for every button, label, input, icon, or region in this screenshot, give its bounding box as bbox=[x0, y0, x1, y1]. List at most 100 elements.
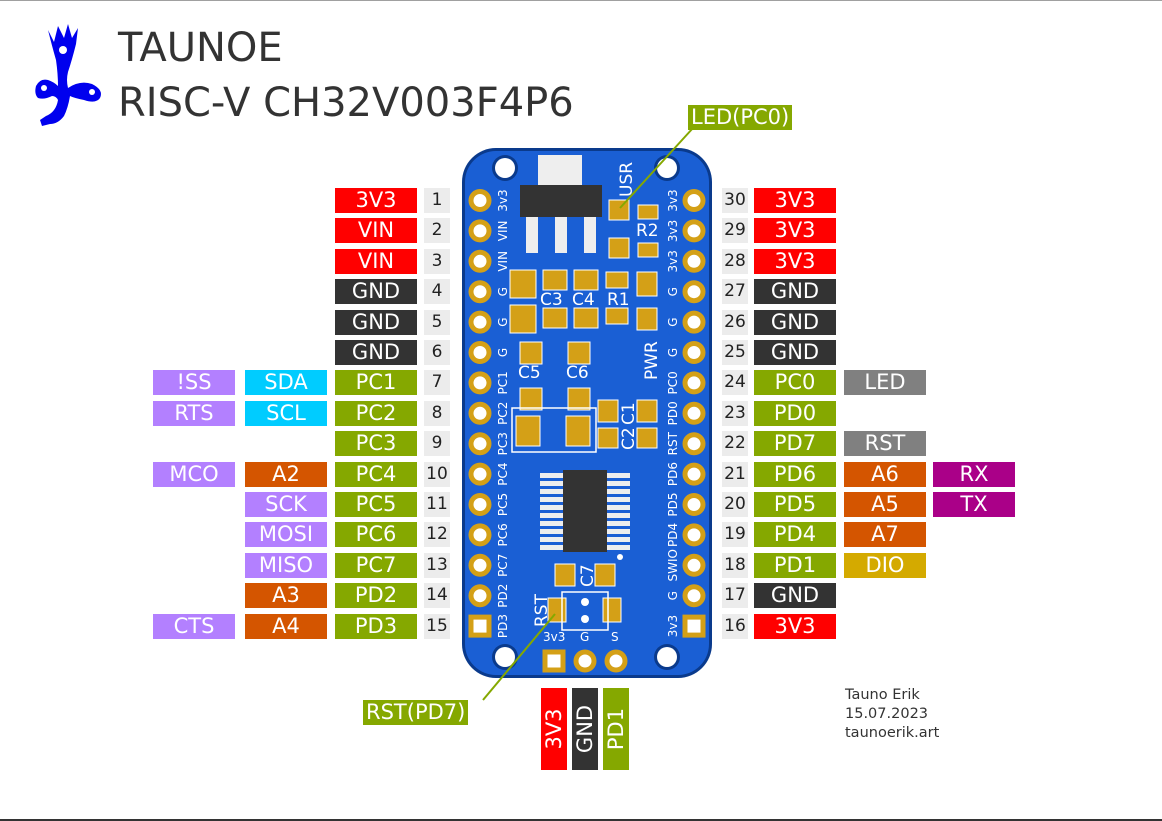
pin-label-gpio: PC0 bbox=[754, 370, 836, 396]
pin-number: 18 bbox=[722, 552, 748, 578]
pin-number: 1 bbox=[424, 188, 450, 213]
silk-left-label: PC7 bbox=[496, 554, 510, 577]
silk-left-label: PD2 bbox=[496, 584, 510, 608]
pin-label-ground: GND bbox=[335, 279, 417, 305]
header-pin bbox=[682, 219, 706, 243]
header-pin bbox=[682, 280, 706, 304]
pin-label-gpio: PC6 bbox=[335, 522, 417, 548]
label-c4: C4 bbox=[572, 290, 595, 310]
silk-left-label: PC6 bbox=[496, 523, 510, 546]
pin-number: 3 bbox=[424, 248, 450, 274]
header-pin bbox=[468, 493, 492, 516]
silk-right-label: G bbox=[666, 317, 680, 326]
pin-label-ground: GND bbox=[754, 340, 836, 365]
label-pwr: PWR bbox=[642, 341, 662, 380]
voltage-regulator bbox=[520, 185, 602, 217]
silk-left-label: VIN bbox=[496, 251, 510, 272]
silk-bottom-3v3: 3v3 bbox=[543, 630, 565, 644]
pin-number: 28 bbox=[722, 248, 748, 274]
pin-label-power: VIN bbox=[335, 218, 417, 244]
pin-number: 30 bbox=[722, 188, 748, 213]
pin-number: 14 bbox=[424, 583, 450, 609]
bottom-pin-label-power: 3V3 bbox=[541, 688, 567, 770]
led-callout: LED(PC0) bbox=[688, 105, 793, 130]
header-pin bbox=[468, 584, 492, 608]
silk-left-label: PC5 bbox=[496, 493, 510, 516]
rst-leader-line bbox=[482, 613, 556, 701]
pin-alt-board_special: RST bbox=[844, 431, 926, 457]
pin-alt-spi_uart_ctrl: MISO bbox=[245, 552, 327, 578]
pin-label-gpio: PD4 bbox=[754, 522, 836, 548]
pin-label-gpio: PD1 bbox=[754, 552, 836, 578]
header-pin bbox=[604, 649, 628, 673]
label-r1: R1 bbox=[607, 290, 630, 310]
silk-left-label: PC1 bbox=[496, 371, 510, 394]
pin-number: 12 bbox=[424, 522, 450, 548]
header-pin bbox=[468, 523, 492, 547]
pin-label-power: 3V3 bbox=[754, 188, 836, 213]
pin-number: 7 bbox=[424, 370, 450, 396]
header-pin bbox=[682, 371, 706, 395]
silk-right-label: SWIO bbox=[666, 549, 680, 581]
label-r2: R2 bbox=[636, 221, 659, 241]
pin-alt-spi_uart_ctrl: MCO bbox=[153, 461, 235, 487]
pin-label-gpio: PC4 bbox=[335, 461, 417, 487]
pin-label-power: VIN bbox=[335, 248, 417, 274]
silk-right-label: 3v3 bbox=[666, 615, 680, 637]
label-c3: C3 bbox=[540, 290, 563, 310]
pin-number: 15 bbox=[424, 613, 450, 639]
header-pin bbox=[682, 493, 706, 516]
silk-left-label: G bbox=[496, 317, 510, 326]
silk-right-label: PC0 bbox=[666, 371, 680, 394]
pin-alt-spi_uart_ctrl: RTS bbox=[153, 400, 235, 426]
pin-number: 22 bbox=[722, 431, 748, 457]
pin-number: 8 bbox=[424, 400, 450, 426]
silk-left-label: G bbox=[496, 287, 510, 296]
header-pin bbox=[682, 310, 706, 334]
pin-alt-analog: A5 bbox=[844, 492, 926, 517]
silk-right-label: G bbox=[666, 287, 680, 296]
credit-date: 15.07.2023 bbox=[845, 706, 929, 722]
mounting-hole bbox=[657, 158, 677, 178]
pin-number: 9 bbox=[424, 431, 450, 457]
header-pin bbox=[682, 432, 706, 456]
pin-number: 20 bbox=[722, 492, 748, 517]
taunoe-logo-icon bbox=[35, 24, 102, 126]
bottom-pin-text: PD1 bbox=[604, 707, 628, 751]
silk-bottom-s: S bbox=[611, 630, 619, 644]
pin-label-ground: GND bbox=[754, 309, 836, 335]
top-border bbox=[0, 0, 1162, 1]
header-pin bbox=[468, 280, 492, 304]
pin-alt-analog: A6 bbox=[844, 461, 926, 487]
pin-label-gpio: PD5 bbox=[754, 492, 836, 517]
silk-left-label: G bbox=[496, 348, 510, 357]
pin-number: 29 bbox=[722, 218, 748, 244]
pin-alt-analog: A2 bbox=[245, 461, 327, 487]
brand-title: TAUNOE bbox=[118, 25, 283, 71]
pin-label-gpio: PC3 bbox=[335, 431, 417, 457]
pin-label-gpio: PD0 bbox=[754, 400, 836, 426]
bottom-pin-text: 3V3 bbox=[542, 708, 566, 750]
header-pin bbox=[468, 432, 492, 456]
pin-label-power: 3V3 bbox=[754, 613, 836, 639]
pin-number: 17 bbox=[722, 583, 748, 609]
bottom-pin-label-ground: GND bbox=[572, 688, 598, 770]
header-pins bbox=[468, 189, 706, 673]
pcb-board bbox=[462, 148, 712, 678]
bottom-pin-text: GND bbox=[573, 704, 597, 754]
silk-right-label: G bbox=[666, 591, 680, 600]
pin-number: 21 bbox=[722, 461, 748, 487]
header-pin bbox=[682, 341, 706, 364]
pin-alt-uart: TX bbox=[933, 492, 1015, 517]
header-pin bbox=[468, 249, 492, 273]
pin-number: 23 bbox=[722, 400, 748, 426]
credit-website: taunoerik.art bbox=[845, 725, 940, 741]
label-usr: USR bbox=[617, 162, 637, 197]
credit-author: Tauno Erik bbox=[845, 687, 920, 703]
pin-number: 19 bbox=[722, 522, 748, 548]
pin-label-gpio: PC1 bbox=[335, 370, 417, 396]
silk-left-label: PC3 bbox=[496, 432, 510, 455]
pin-number: 10 bbox=[424, 461, 450, 487]
pin-number: 27 bbox=[722, 279, 748, 305]
